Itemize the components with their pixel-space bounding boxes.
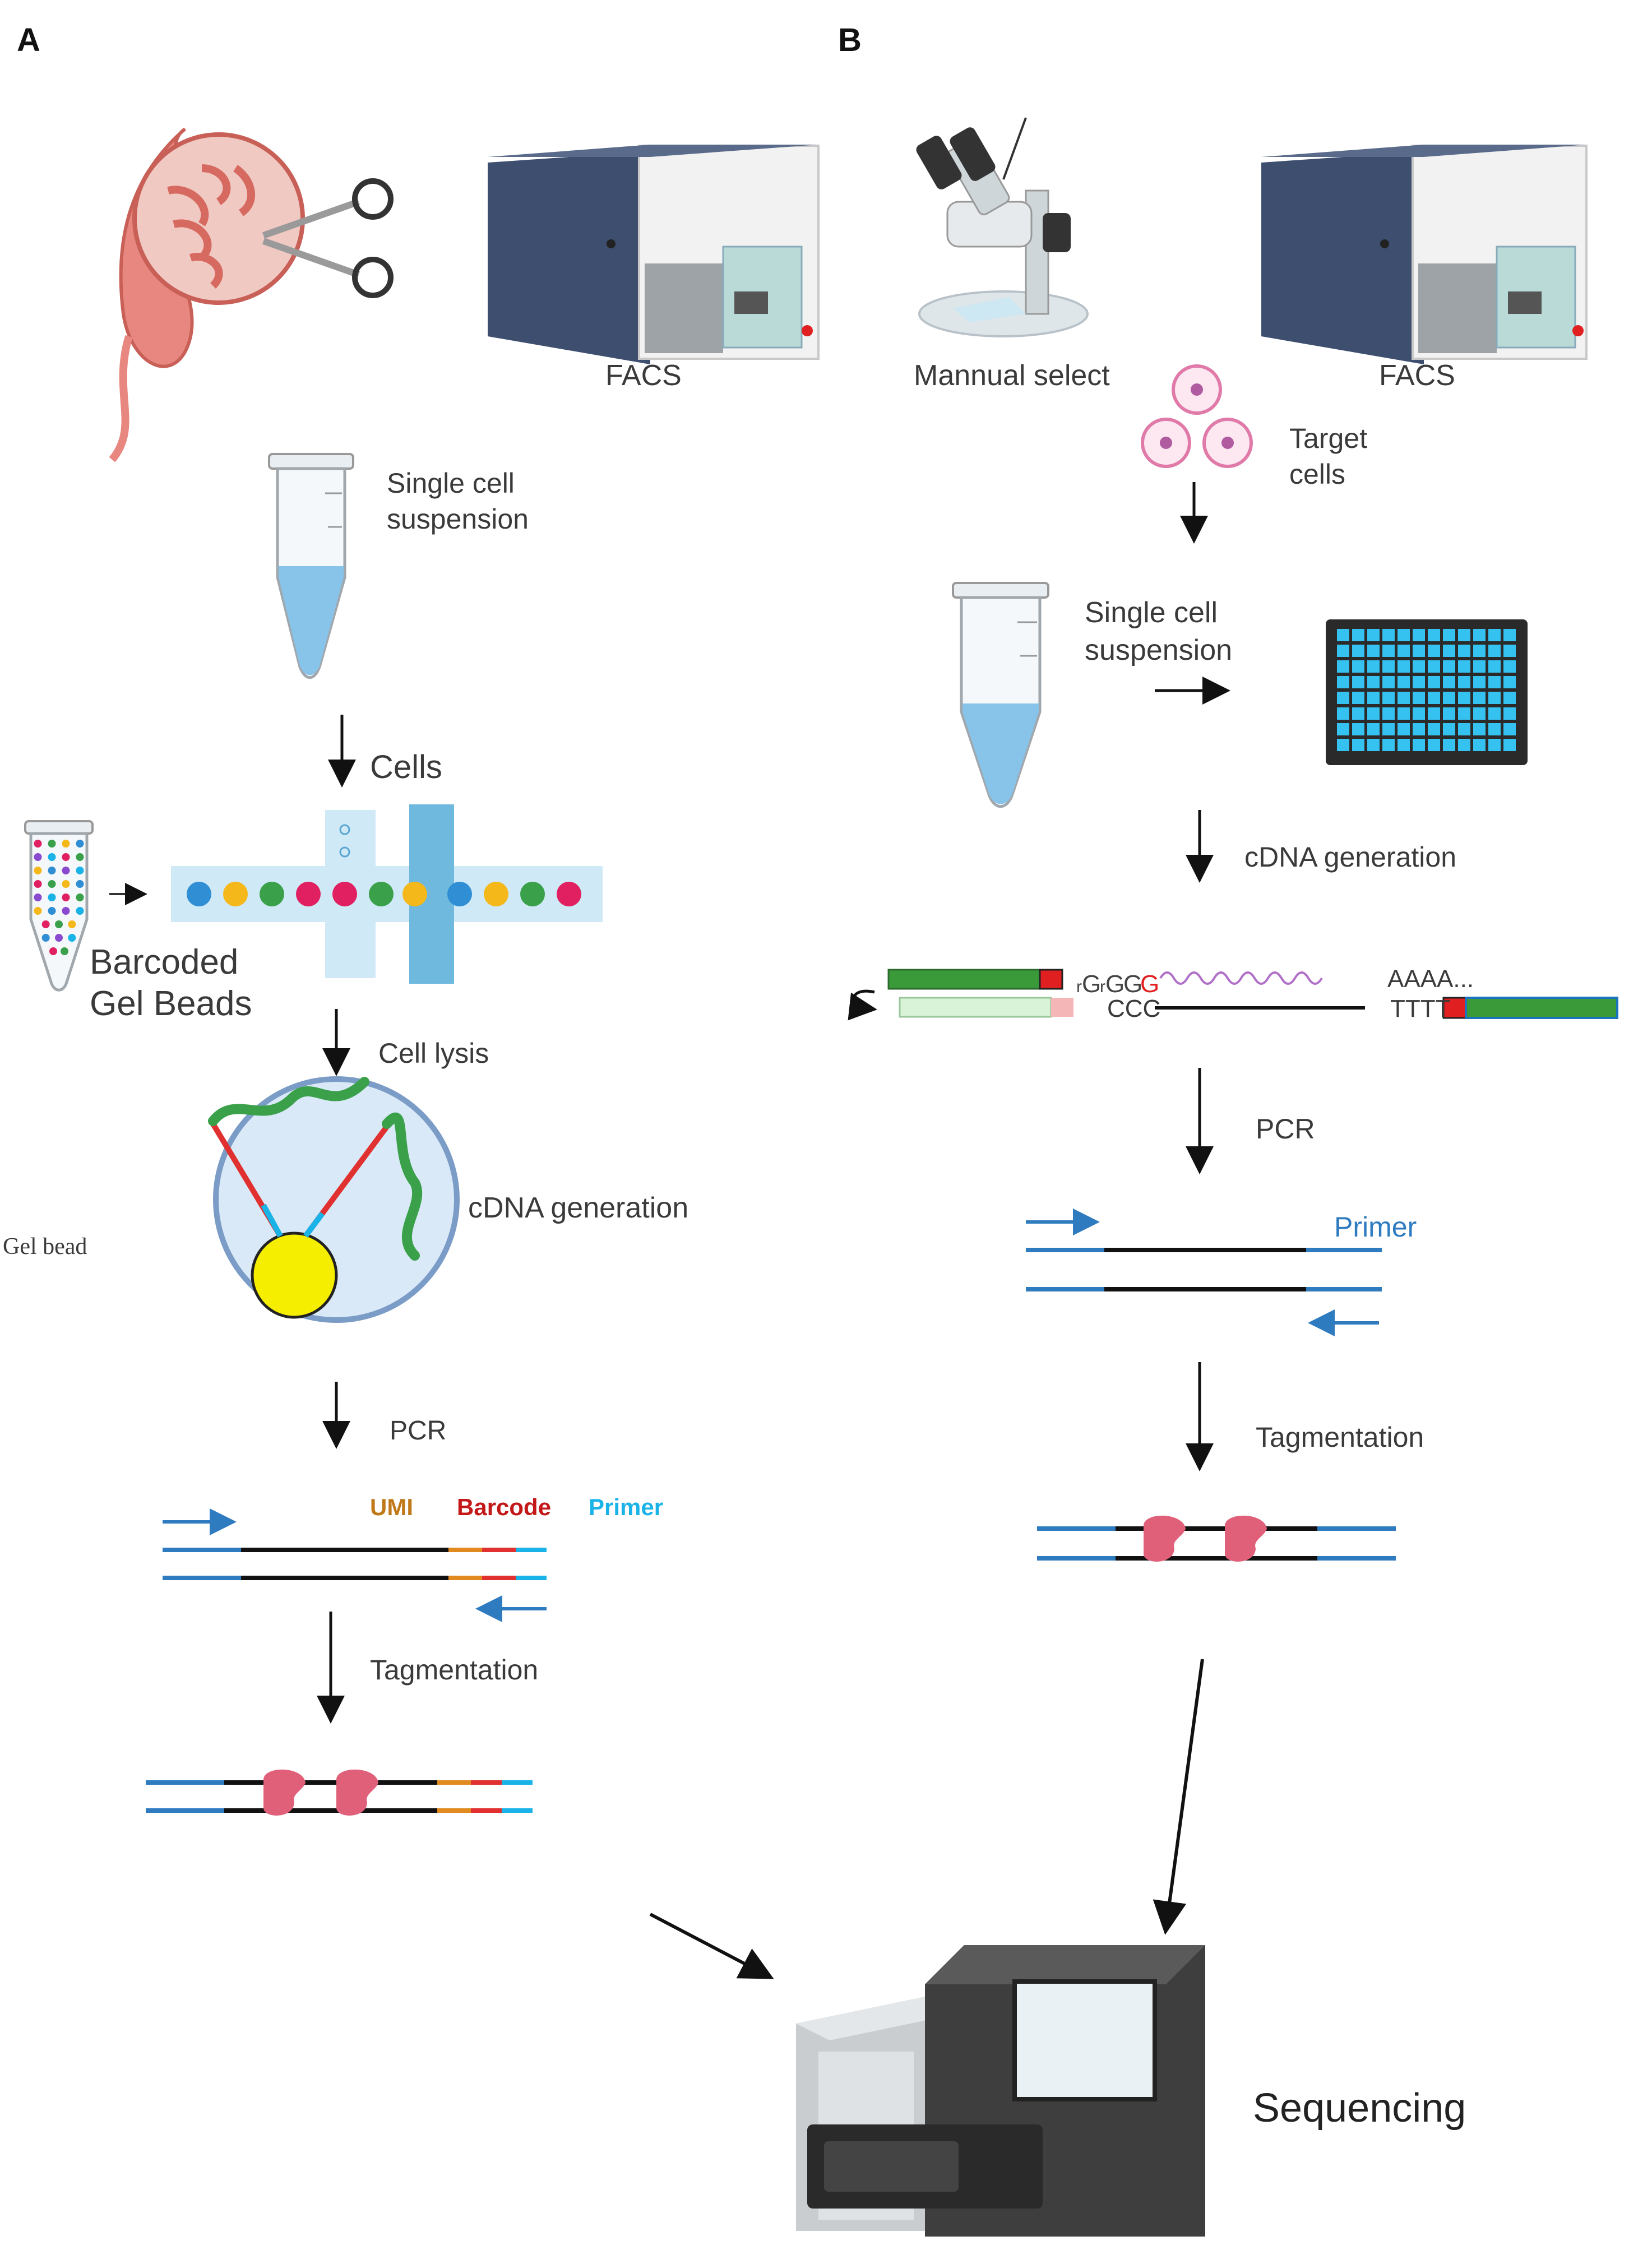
pcr-label-b: PCR [1256,1113,1315,1145]
facs-machine-b-icon [1261,145,1588,364]
tagmentation-label-b: Tagmentation [1256,1422,1424,1453]
gel-bead-icon [208,1076,460,1323]
panel-label-b: B [838,22,862,58]
barcode-label: Barcode [457,1494,552,1520]
svg-text:G: G [1082,970,1101,998]
bead-tube-icon [24,820,94,992]
cells-label: Cells [370,749,442,785]
cdna-generation-label-b: cDNA generation [1244,841,1457,873]
arrow-b-to-seq [1153,1659,1204,1935]
tagmentation-label-a: Tagmentation [370,1654,539,1686]
scissors-icon [262,178,394,298]
svg-text:G: G [1140,970,1159,998]
svg-text:r: r [1100,978,1105,996]
tagmentation-dna-b [1037,1515,1396,1562]
primer-label-a: Primer [589,1494,664,1520]
sequencing-label: Sequencing [1253,2086,1466,2131]
tagmentation-dna-a [146,1769,533,1816]
svg-text:G: G [1123,970,1142,998]
facs-machine-icon [488,145,820,364]
ccc-label: CCC [1107,995,1161,1022]
pcr-label-a: PCR [390,1416,447,1446]
target-cells-icon [1141,364,1253,468]
microfluidic-chip-icon [171,804,603,984]
facs-label-b: FACS [1379,359,1455,392]
sequencer-icon [796,1945,1205,2237]
smartseq-construct: r G r G G G [848,969,1618,1021]
barcoded-gel-beads-label: Barcoded Gel Beads [90,943,252,1024]
cdna-generation-label-a: cDNA generation [468,1192,689,1224]
cell-lysis-label: Cell lysis [378,1038,489,1069]
pcr-dna-b [1026,1209,1382,1336]
gel-bead-label: Gel bead [3,1234,87,1260]
single-cell-label-a: Single cell suspension [387,467,529,535]
pcr-dna-a [163,1508,547,1622]
poly-a-label: AAAA... [1387,965,1474,993]
microscope-icon [916,117,1089,337]
target-cells-label: Target cells [1289,423,1367,490]
facs-label-a: FACS [605,359,682,392]
primer-label-b: Primer [1334,1211,1417,1243]
tube-icon [268,453,354,679]
arrow-a-to-seq [649,1913,774,1979]
testis-icon [109,127,305,462]
svg-text:r: r [1076,978,1082,996]
poly-t-label: TTTT [1390,995,1451,1022]
well-plate-icon [1326,619,1528,765]
tube-b-icon [952,582,1049,808]
single-cell-label-b: Single cell suspension [1085,596,1233,666]
manual-select-label: Mannual select [914,359,1110,392]
umi-label: UMI [370,1494,413,1520]
svg-text:G: G [1105,970,1125,998]
panel-label-a: A [17,22,40,58]
